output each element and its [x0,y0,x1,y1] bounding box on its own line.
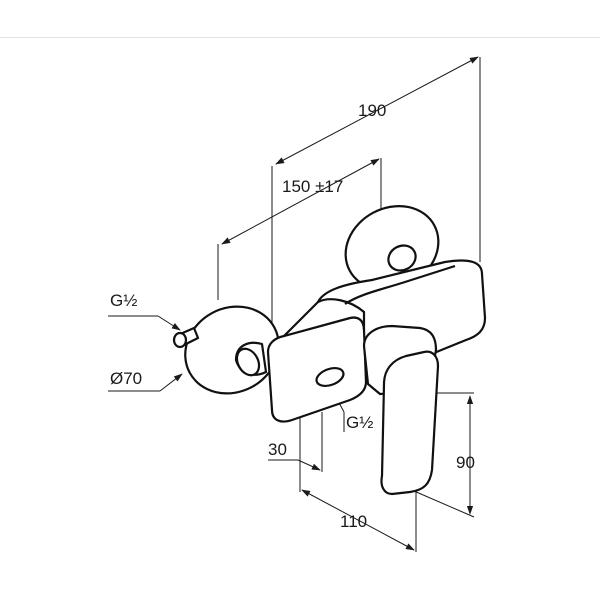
label-d70: Ø70 [110,369,142,388]
dimension-lines [221,56,479,551]
dim-line-110 [301,489,415,551]
dim-line-190 [275,56,479,165]
dim-line-30 [297,459,321,471]
label-90: 90 [456,453,475,472]
leader-g12-top [157,315,181,331]
label-30: 30 [268,440,287,459]
leader-d70 [159,373,183,392]
label-110: 110 [340,512,367,531]
outlet-opening [315,366,345,388]
top-divider [0,37,600,38]
front-flange [172,305,280,395]
extension-lines [217,57,481,552]
mixer-body [266,259,487,423]
label-g12-bottom: G½ [346,413,373,432]
mixer-drawing [172,205,487,496]
label-190: 190 [358,101,386,120]
dim-line-150 [221,158,380,245]
mixer-lever [362,324,440,496]
label-g12-top: G½ [110,291,137,310]
label-150-17: 150 ±17 [282,177,343,196]
dimension-labels: 190 150 ±17 G½ Ø70 G½ 30 90 110 [110,101,475,531]
